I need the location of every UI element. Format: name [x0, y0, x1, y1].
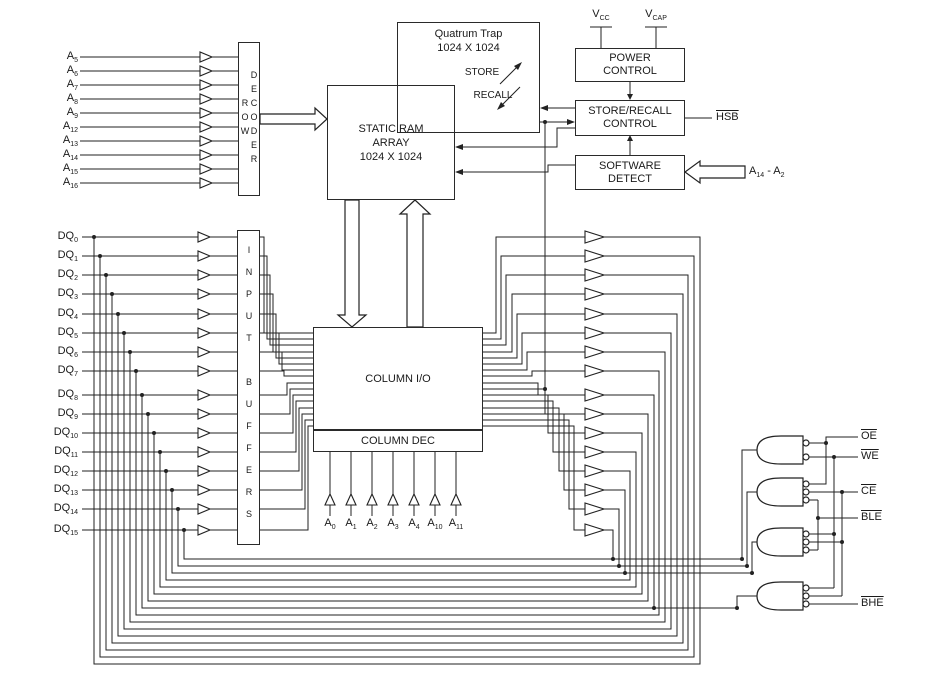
gate-ce-ble: [756, 477, 804, 507]
store-recall-control-block: STORE/RECALL CONTROL: [575, 100, 685, 136]
dq-pin-label: DQ12: [53, 464, 78, 479]
dq-pin-label: DQ15: [53, 523, 78, 538]
dq-pin-label: DQ10: [53, 426, 78, 441]
input-buffers-label: INPUT BUFFERS: [244, 244, 254, 531]
junction-dots: [92, 120, 844, 610]
static-ram-array-block: STATIC RAM ARRAY 1024 X 1024: [327, 85, 455, 200]
vcap-pin-label: VCAP: [645, 8, 667, 23]
static-ram-line2: ARRAY: [372, 136, 410, 149]
column-io-label: COLUMN I/O: [365, 372, 431, 385]
we-bus: [809, 456, 858, 589]
dq-pin-label: DQ1: [57, 249, 78, 264]
column-dec-block: COLUMN DEC: [313, 430, 483, 452]
dq-pin-label: DQ3: [57, 287, 78, 302]
ce-pin-label: CE: [861, 485, 877, 497]
column-address-label: A0: [324, 517, 336, 532]
address-pin-label: A9: [66, 106, 78, 121]
dq-pin-label: DQ14: [53, 502, 78, 517]
column-io-fanout: [483, 236, 585, 531]
power-pin-wires: [590, 26, 667, 48]
address-pin-label: A13: [62, 134, 78, 149]
quantum-trap-block: Quatrum Trap 1024 X 1024: [397, 22, 540, 133]
store-recall-line1: STORE/RECALL: [588, 105, 672, 117]
dq-buffers: [197, 231, 211, 536]
power-control-block: POWER CONTROL: [575, 48, 685, 82]
hsb-pin-label: HSB: [716, 111, 739, 123]
block-arrows: [259, 106, 746, 328]
wires: [80, 26, 858, 665]
store-recall-arrows: [499, 65, 521, 107]
store-recall-line2: CONTROL: [603, 118, 657, 130]
gate-byte-low: [756, 527, 804, 557]
software-detect-input-arrow: [683, 159, 746, 185]
quantum-trap-line1: Quatrum Trap: [434, 28, 503, 40]
static-ram-line1: STATIC RAM: [358, 122, 424, 135]
column-address-buffers: [324, 493, 462, 506]
arrowheads: [455, 62, 633, 175]
bhe-pin-label: BHE: [861, 597, 884, 609]
software-detect-block: SOFTWARE DETECT: [575, 155, 685, 190]
address-pin-label: A14: [62, 148, 78, 163]
dq-pin-label: DQ13: [53, 483, 78, 498]
quantum-trap-line2: 1024 X 1024: [437, 42, 500, 54]
we-pin-label: WE: [861, 450, 879, 462]
dq-pin-label: DQ9: [57, 407, 78, 422]
control-gates: [756, 435, 810, 611]
dq-pin-label: DQ4: [57, 307, 78, 322]
column-address-label: A1: [345, 517, 357, 532]
output-buffers: [584, 230, 605, 537]
ble-bus: [809, 499, 858, 551]
dq-pin-label: DQ5: [57, 326, 78, 341]
dq-input-wires: [82, 236, 237, 531]
dq-pin-label: DQ0: [57, 230, 78, 245]
address-pin-label: A6: [66, 64, 78, 79]
column-address-label: A3: [387, 517, 399, 532]
dq-pin-label: DQ2: [57, 268, 78, 283]
dq-pin-label: DQ11: [54, 445, 78, 460]
oe-pin-label: OE: [861, 430, 877, 442]
address-pin-label: A7: [66, 78, 78, 93]
static-ram-line3: 1024 X 1024: [359, 150, 423, 163]
recall-annotation: RECALL: [473, 90, 513, 101]
row-decoder-block: ROW DECODER: [238, 42, 260, 196]
store-annotation: STORE: [464, 67, 500, 78]
column-dec-label: COLUMN DEC: [361, 435, 435, 447]
power-control-line2: CONTROL: [603, 65, 657, 77]
dq-pin-label: DQ8: [57, 388, 78, 403]
row-decoder-to-ram-arrow: [259, 106, 328, 132]
ram-to-column-io-arrow: [336, 199, 368, 328]
power-control-line1: POWER: [609, 52, 651, 64]
address-buffers: [199, 51, 213, 189]
vcc-pin-label: VCC: [592, 8, 610, 23]
dq-feedback-bus: [93, 236, 701, 665]
address-pin-label: A12: [62, 120, 78, 135]
address-pin-label: A15: [62, 162, 78, 177]
dq-pin-label: DQ7: [57, 364, 78, 379]
address-pin-label: A16: [62, 176, 78, 191]
address-pin-label: A8: [66, 92, 78, 107]
column-address-wires: [329, 452, 457, 516]
column-io-to-ram-arrow: [398, 199, 432, 328]
column-address-label: A2: [366, 517, 378, 532]
input-buffer-to-column-io: [259, 236, 313, 531]
column-io-block: COLUMN I/O: [313, 327, 483, 430]
column-address-label: A4: [408, 517, 420, 532]
address-input-wires: [80, 56, 238, 184]
column-address-label: A10: [427, 517, 443, 532]
software-detect-line2: DETECT: [608, 172, 652, 185]
software-detect-line1: SOFTWARE: [599, 159, 661, 172]
software-detect-address-range-label: A14 - A2: [749, 165, 785, 180]
address-pin-label: A5: [66, 50, 78, 65]
gate-oe-we: [756, 435, 804, 465]
row-decoder-label: ROW DECODER: [240, 70, 259, 168]
gate-output-wires: [613, 449, 757, 609]
ble-pin-label: BLE: [861, 511, 882, 523]
oe-bus: [809, 436, 858, 485]
gate-bhe: [756, 581, 804, 611]
dq-pin-label: DQ6: [57, 345, 78, 360]
input-buffers-block: INPUT BUFFERS: [237, 230, 260, 545]
column-address-label: A11: [448, 517, 464, 532]
control-wires: [463, 82, 712, 389]
